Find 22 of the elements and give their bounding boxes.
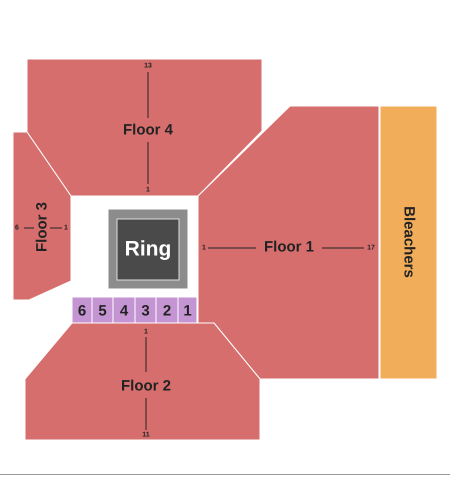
seat-block [156,297,178,323]
seat-block-number: 4 [120,304,128,318]
section-label: Floor 3 [34,202,50,252]
seat-block [113,297,135,323]
floor-section [25,323,260,440]
ring-label: Ring [124,238,172,260]
boxing-ring [108,209,188,289]
section-label: Floor 2 [121,378,171,394]
seat-block-number: 1 [183,304,192,318]
seat-block [92,297,113,323]
floor-section [13,132,71,300]
bleachers-section [380,106,437,379]
seat-block [178,297,197,323]
section-label: Floor 1 [264,240,314,254]
section-label: Bleachers [402,206,416,278]
seat-block [135,297,156,323]
floor-section [198,106,379,379]
seat-block-number: 2 [162,304,172,318]
seat-block [72,297,92,323]
seat-block-number: 6 [78,304,86,318]
seat-block-number: 3 [141,304,150,318]
seat-block-number: 5 [98,304,107,318]
